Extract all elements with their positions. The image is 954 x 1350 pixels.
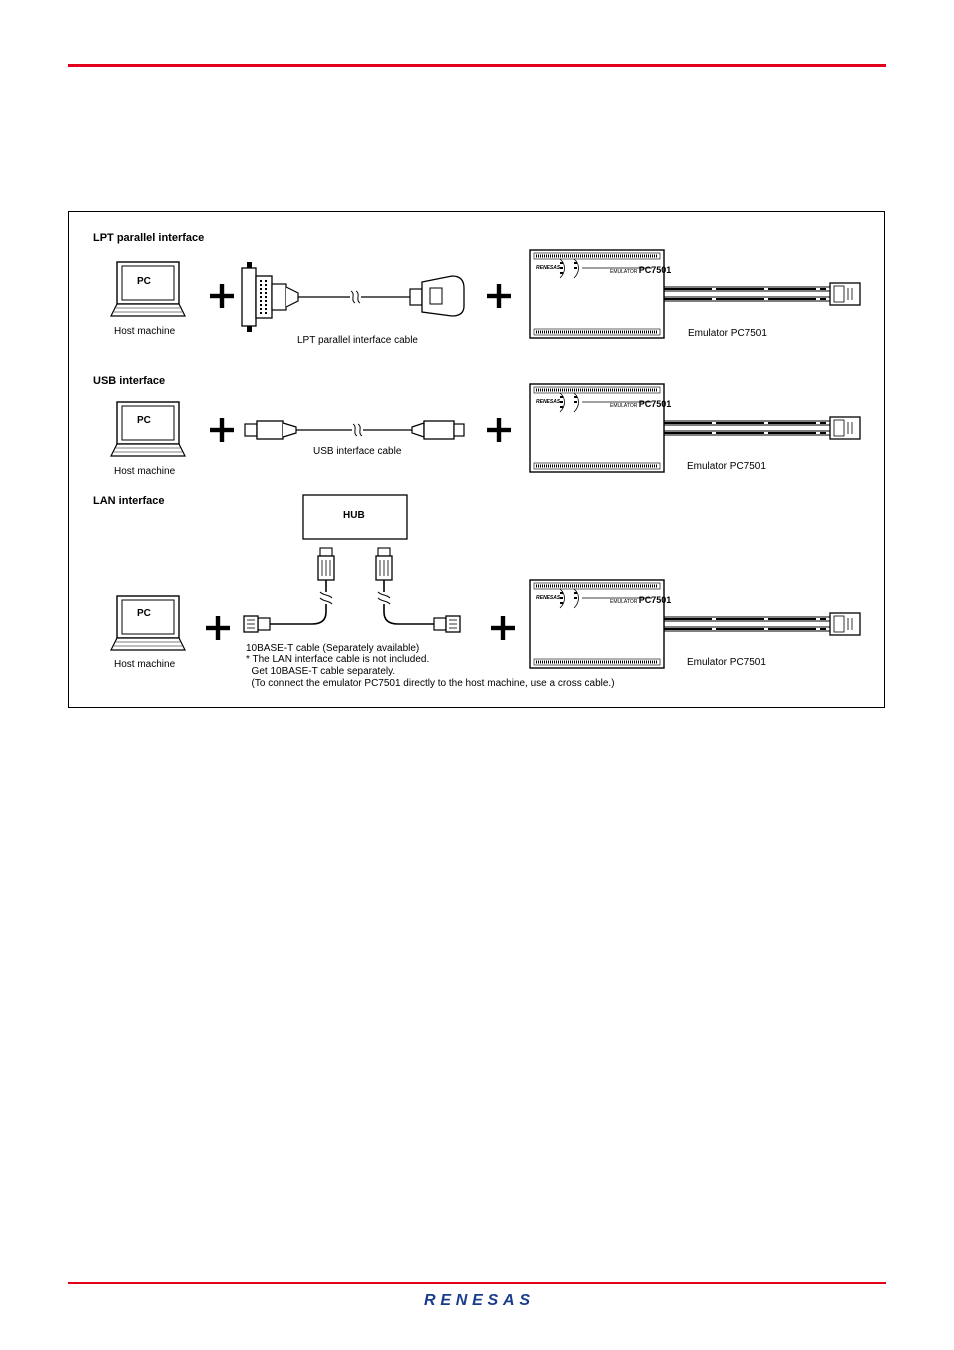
plus-icon (206, 616, 230, 640)
emulator-model-text: EMULATOR PC7501 (610, 265, 671, 275)
pc-label: PC (137, 608, 151, 619)
plus-icon (487, 418, 511, 442)
top-rule (68, 64, 886, 67)
host-laptop-usb (110, 401, 186, 457)
emulator-vendor-text: RENESAS (536, 595, 561, 601)
host-laptop-lpt (110, 261, 186, 317)
emulator-model-text: EMULATOR PC7501 (610, 595, 671, 605)
hub-label: HUB (343, 510, 365, 521)
pc-label: PC (137, 415, 151, 426)
emulator-label: Emulator PC7501 (688, 328, 767, 339)
figure-frame (68, 211, 885, 708)
emulator-model-number: PC7501 (638, 265, 672, 275)
emulator-label: Emulator PC7501 (687, 461, 766, 472)
emulator-pc7501-lpt (528, 248, 862, 340)
cable-label-usb: USB interface cable (313, 446, 402, 457)
bottom-rule (68, 1282, 886, 1284)
emulator-model-number: PC7501 (638, 595, 672, 605)
emulator-model-text: EMULATOR PC7501 (610, 399, 671, 409)
plus-icon (210, 284, 234, 308)
host-label: Host machine (114, 466, 176, 477)
cable-label-lan: 10BASE-T cable (Separately available) (246, 643, 420, 654)
lan-note-line-1: * The LAN interface cable is not include… (246, 654, 430, 665)
emulator-vendor-text: RENESAS (536, 399, 561, 405)
lan-note-line-3: (To connect the emulator PC7501 directly… (246, 678, 615, 689)
lan-cable-icon (243, 547, 461, 633)
section-title-usb: USB interface (93, 375, 166, 387)
emulator-brand-text: EMULATOR (610, 599, 638, 605)
renesas-logo: RENESAS (424, 1292, 530, 1309)
pc-label: PC (137, 276, 151, 287)
emulator-pc7501-lan (528, 578, 862, 670)
cable-label-lpt: LPT parallel interface cable (297, 335, 418, 346)
host-label: Host machine (114, 659, 176, 670)
plus-icon (491, 616, 515, 640)
hub-box (302, 494, 408, 540)
emulator-brand-text: EMULATOR (610, 269, 638, 275)
plus-icon (210, 418, 234, 442)
emulator-label: Emulator PC7501 (687, 657, 766, 668)
section-title-lpt: LPT parallel interface (93, 232, 205, 244)
lan-note-line-2: Get 10BASE-T cable separately. (246, 666, 396, 677)
renesas-logo-text: RENESAS (424, 1292, 530, 1309)
emulator-vendor-text: RENESAS (536, 265, 561, 271)
section-title-lan: LAN interface (93, 495, 165, 507)
plus-icon (487, 284, 511, 308)
emulator-model-number: PC7501 (638, 399, 672, 409)
emulator-brand-text: EMULATOR (610, 403, 638, 409)
lpt-cable-icon (241, 262, 465, 332)
host-label: Host machine (114, 326, 176, 337)
host-laptop-lan (110, 595, 186, 651)
emulator-pc7501-usb (528, 382, 862, 474)
usb-cable-icon (244, 420, 465, 440)
